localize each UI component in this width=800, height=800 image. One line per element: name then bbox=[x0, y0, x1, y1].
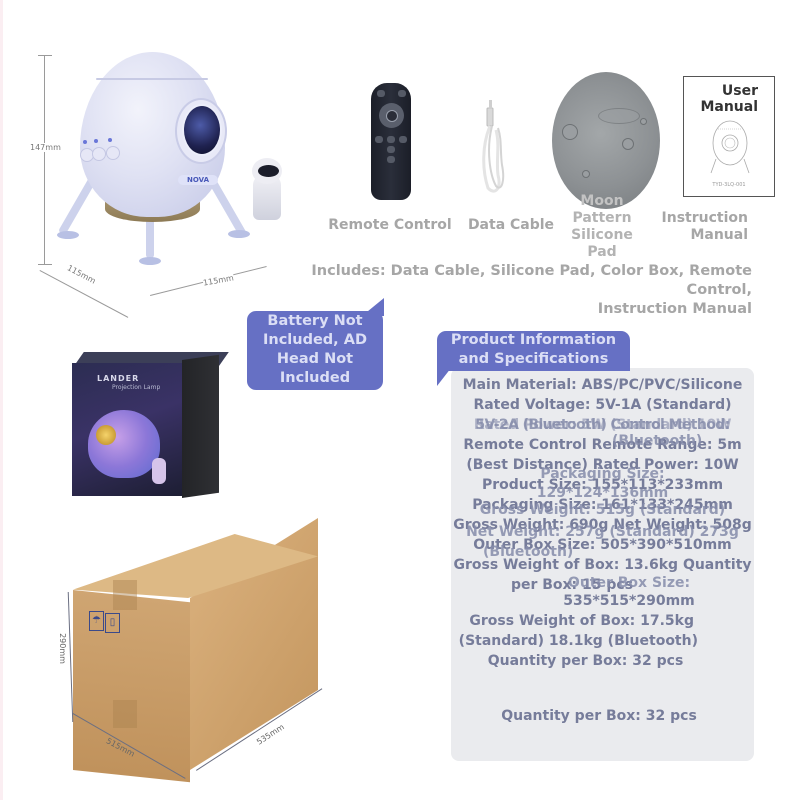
callout-line: Included, AD bbox=[262, 332, 367, 348]
spec-packaging-size: Packaging Size: 161*133*245mm bbox=[472, 497, 733, 513]
spec-overlap-text: Net Weight: 257g (Standard) 273g bbox=[466, 524, 739, 540]
led-indicator-icon bbox=[83, 140, 87, 144]
spec-overlap-text: (Bluetooth) bbox=[612, 433, 703, 449]
spec-outer-box-size: Outer Box Size: 505*390*510mm bbox=[473, 537, 732, 553]
height-dimension-line bbox=[44, 55, 45, 265]
spec-header-tail bbox=[437, 368, 451, 386]
width-dimension-label: 115mm bbox=[202, 273, 235, 288]
includes-line: Instruction Manual bbox=[597, 301, 752, 317]
label-line: Instruction bbox=[661, 210, 748, 226]
spec-rated-voltage: Rated Voltage: 5V-1A (Standard) bbox=[473, 397, 732, 413]
lamp-button bbox=[106, 146, 120, 160]
spec-quantity-per-box-2: Quantity per Box: 32 pcs bbox=[487, 653, 684, 669]
manual-title-line: Manual bbox=[700, 99, 758, 115]
callout-line: Included bbox=[279, 370, 351, 386]
lamp-button bbox=[92, 147, 106, 161]
accessory-label-moon-pad: Moon Pattern Silicone Pad bbox=[562, 193, 642, 261]
carton-height-label: 290mm bbox=[57, 633, 67, 664]
rocket-foot bbox=[57, 231, 79, 239]
spec-header-line: and Specifications bbox=[458, 351, 609, 367]
manual-code: TYD-3LQ-001 bbox=[712, 182, 746, 188]
spec-gross-net-weight: Gross Weight: 690g Net Weight: 508g bbox=[453, 517, 752, 533]
spec-gross-box-weight-2-bluetooth: (Standard) 18.1kg (Bluetooth) bbox=[458, 633, 698, 649]
dimension-cap bbox=[38, 264, 52, 265]
data-cable-icon bbox=[482, 100, 505, 193]
manual-rocket-drawing bbox=[710, 120, 750, 174]
porthole-lens bbox=[182, 104, 222, 156]
led-indicator-icon bbox=[94, 139, 98, 143]
label-line: Silicone bbox=[571, 227, 633, 243]
dimension-cap bbox=[38, 55, 52, 56]
spec-main-material: Main Material: ABS/PC/PVC/Silicone bbox=[462, 377, 743, 393]
spec-remote-range: Remote Control Remote Range: 5m bbox=[463, 437, 742, 453]
spec-panel bbox=[451, 368, 754, 761]
callout-line: Battery Not bbox=[267, 313, 363, 329]
callout-line: Head Not bbox=[276, 351, 354, 367]
spec-gross-box-weight: Gross Weight of Box: 13.6kg Quantity bbox=[453, 557, 752, 573]
spec-overlap-text: Gross Weight: 515g (Standard) bbox=[479, 502, 726, 518]
depth-dimension-label: 115mm bbox=[65, 263, 98, 286]
spec-gross-box-weight-2: Gross Weight of Box: 17.5kg bbox=[469, 613, 694, 629]
label-line: Moon bbox=[580, 193, 624, 209]
includes-text: Includes: Data Cable, Silicone Pad, Colo… bbox=[270, 262, 752, 319]
carton-tape bbox=[113, 580, 137, 610]
color-box-porthole-art bbox=[96, 425, 116, 445]
color-box-brand: LANDER bbox=[97, 374, 140, 383]
spec-overlap-text: Packaging Size: bbox=[540, 466, 665, 482]
spec-overlap-text: Rated Power: 5W (Standard) 10W bbox=[473, 417, 732, 433]
manual-icon: User Manual TYD-3LQ-001 bbox=[683, 76, 775, 197]
label-line: Manual bbox=[690, 227, 748, 243]
spec-outer-box-size-2: 535*515*290mm bbox=[563, 593, 695, 609]
accessory-label-remote: Remote Control bbox=[328, 217, 452, 233]
label-line: Pattern bbox=[572, 210, 632, 226]
accessory-label-cable: Data Cable bbox=[467, 217, 555, 233]
rocket-foot bbox=[228, 230, 250, 238]
color-box-side bbox=[182, 354, 219, 498]
carton-tape bbox=[113, 700, 137, 728]
spec-overlap-text: (Bluetooth) bbox=[483, 544, 574, 560]
rocket-foot bbox=[139, 257, 161, 265]
rocket-band bbox=[96, 78, 208, 80]
accessory-label-manual: Instruction Manual bbox=[660, 210, 748, 244]
height-dimension-label: 147mm bbox=[30, 143, 61, 152]
spec-overlap-text: 129*124*136mm bbox=[536, 485, 669, 501]
spec-overlap-text: 5V-2A (Bluetooth) Control Method: bbox=[475, 417, 730, 433]
page-edge bbox=[0, 0, 3, 800]
spec-header-line: Product Information bbox=[450, 332, 617, 348]
astronaut-visor bbox=[258, 165, 279, 177]
led-indicator-icon bbox=[108, 138, 112, 142]
color-box-astronaut-art bbox=[152, 458, 166, 484]
spec-product-size: Product Size: 155*113*233mm bbox=[481, 477, 724, 493]
lamp-logo: NOVA bbox=[178, 175, 218, 185]
spec-best-distance: (Best Distance) Rated Power: 10W bbox=[466, 457, 739, 473]
color-box-subtitle: Projection Lamp bbox=[112, 384, 161, 391]
fragile-icon: ▯ bbox=[105, 613, 120, 633]
label-line: Pad bbox=[587, 244, 617, 260]
spec-header: Product Information and Specifications bbox=[437, 331, 630, 371]
battery-note-callout: Battery Not Included, AD Head Not Includ… bbox=[247, 311, 383, 390]
color-box-rocket-art bbox=[88, 410, 160, 478]
keep-dry-icon: ☂ bbox=[89, 611, 104, 631]
spec-quantity-per-box: per Box: 15 pcs bbox=[510, 577, 634, 593]
spec-overlap-text: Outer Box Size: bbox=[567, 575, 691, 591]
includes-line: Includes: Data Cable, Silicone Pad, Colo… bbox=[311, 263, 752, 298]
manual-title-line: User bbox=[721, 83, 758, 99]
spec-quantity-per-box-3: Quantity per Box: 32 pcs bbox=[501, 708, 697, 724]
